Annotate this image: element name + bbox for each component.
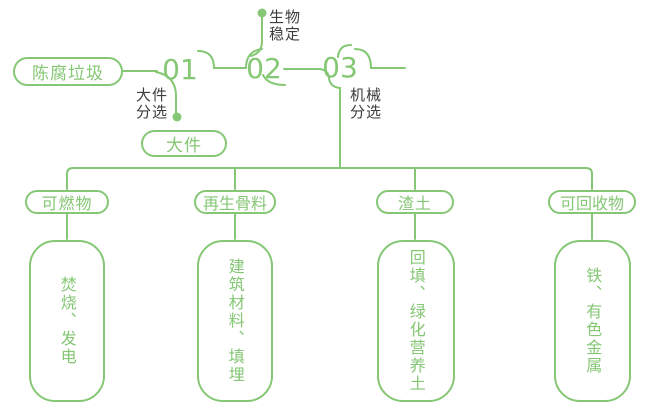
bulky-drop-dot <box>172 112 182 122</box>
node-result-building-materials: 建筑材料、填埋 <box>197 240 273 402</box>
step-number-03: 03 <box>322 51 358 84</box>
node-result-metals: 铁、有色金属 <box>554 240 631 402</box>
bio-connector-dot <box>257 8 267 18</box>
wire-after-03 <box>354 48 406 69</box>
label-bio-stabilize: 生物 稳定 <box>269 8 302 43</box>
result-text-incineration: 焚烧、发电 <box>57 276 77 366</box>
node-source: 陈腐垃圾 <box>13 57 123 86</box>
wire-01-bulky-drop <box>155 71 177 114</box>
label-mechanical-sorting: 机械 分选 <box>350 86 383 121</box>
arc-over-03 <box>337 44 352 58</box>
result-text-backfill: 回填、绿化营养土 <box>406 249 426 393</box>
node-bulky-output: 大件 <box>141 130 227 157</box>
node-category-slag-soil: 渣土 <box>376 190 454 214</box>
step-number-02: 02 <box>246 52 282 85</box>
branch-bar <box>66 167 593 190</box>
arc-under-02 <box>262 74 286 86</box>
label-bulky-sorting: 大件 分选 <box>136 86 169 121</box>
result-text-building-materials: 建筑材料、填埋 <box>225 258 245 384</box>
result-text-metals: 铁、有色金属 <box>583 267 603 375</box>
wire-02-to-03-trunk <box>283 68 341 169</box>
node-category-recyclables: 可回收物 <box>548 190 636 214</box>
node-result-incineration: 焚烧、发电 <box>29 240 105 402</box>
node-category-combustibles: 可燃物 <box>25 190 109 214</box>
node-result-backfill: 回填、绿化营养土 <box>377 240 455 402</box>
step-number-01: 01 <box>162 53 198 86</box>
node-category-recycled-aggregate: 再生骨料 <box>194 190 276 214</box>
wire-bio-connector <box>250 16 263 57</box>
wire-01-to-02 <box>197 50 247 69</box>
